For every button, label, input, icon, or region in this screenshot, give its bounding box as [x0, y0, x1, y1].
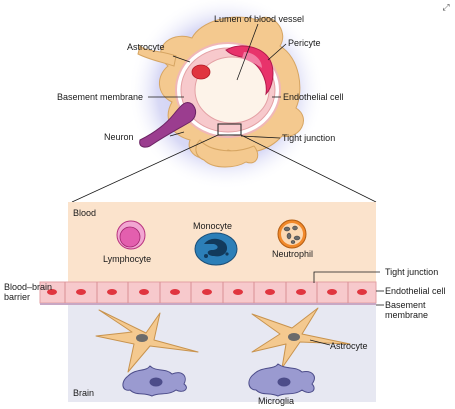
monocyte	[194, 232, 238, 266]
astrocyte-right	[251, 307, 351, 369]
labels: Lumen of blood vessel Astrocyte Pericyte…	[4, 14, 446, 406]
label-brain: Brain	[73, 388, 94, 398]
label-tight-junction-top: Tight junction	[282, 133, 335, 143]
pericyte-nucleus	[242, 52, 262, 68]
endothelial-cell-row	[39, 281, 377, 304]
astrocyte-process	[137, 45, 177, 67]
label-lymphocyte: Lymphocyte	[103, 254, 151, 264]
zoom-lines	[71, 134, 377, 203]
label-monocyte: Monocyte	[193, 221, 232, 231]
astrocyte-left	[95, 309, 199, 373]
label-lumen: Lumen of blood vessel	[214, 14, 304, 24]
microglia-left	[122, 365, 187, 397]
label-basement-line2: membrane	[385, 310, 428, 320]
label-basement-membrane-top: Basement membrane	[57, 92, 143, 102]
neutrophil	[277, 219, 307, 249]
vessel-cross-section	[128, 0, 324, 190]
barrier-detail	[39, 202, 377, 402]
label-microglia: Microglia	[258, 396, 294, 406]
label-endothelial-cell-top: Endothelial cell	[283, 92, 344, 102]
label-bbb-line2: barrier	[4, 292, 30, 302]
astrocyte-foot-bottom	[195, 139, 259, 168]
label-endothelial-cell: Endothelial cell	[385, 286, 446, 296]
lymphocyte	[116, 220, 146, 250]
label-astrocyte: Astrocyte	[330, 341, 368, 351]
pericyte	[225, 45, 274, 96]
bottom-leader-lines	[309, 271, 384, 346]
label-basement-line1: Basement	[385, 300, 426, 310]
top-leader-lines	[148, 23, 287, 139]
label-tight-junction: Tight junction	[385, 267, 438, 277]
microglia-right	[248, 363, 315, 397]
label-astrocyte-top: Astrocyte	[127, 42, 165, 52]
expand-icon[interactable]: ⤢	[442, 2, 450, 12]
label-blood: Blood	[73, 208, 96, 218]
neuron	[139, 101, 197, 148]
endothelial-nucleus-top	[191, 64, 211, 80]
label-bbb-line1: Blood–brain	[4, 282, 52, 292]
label-neutrophil: Neutrophil	[272, 249, 313, 259]
tight-junction-box	[217, 123, 242, 136]
label-pericyte: Pericyte	[288, 38, 321, 48]
label-neuron: Neuron	[104, 132, 134, 142]
